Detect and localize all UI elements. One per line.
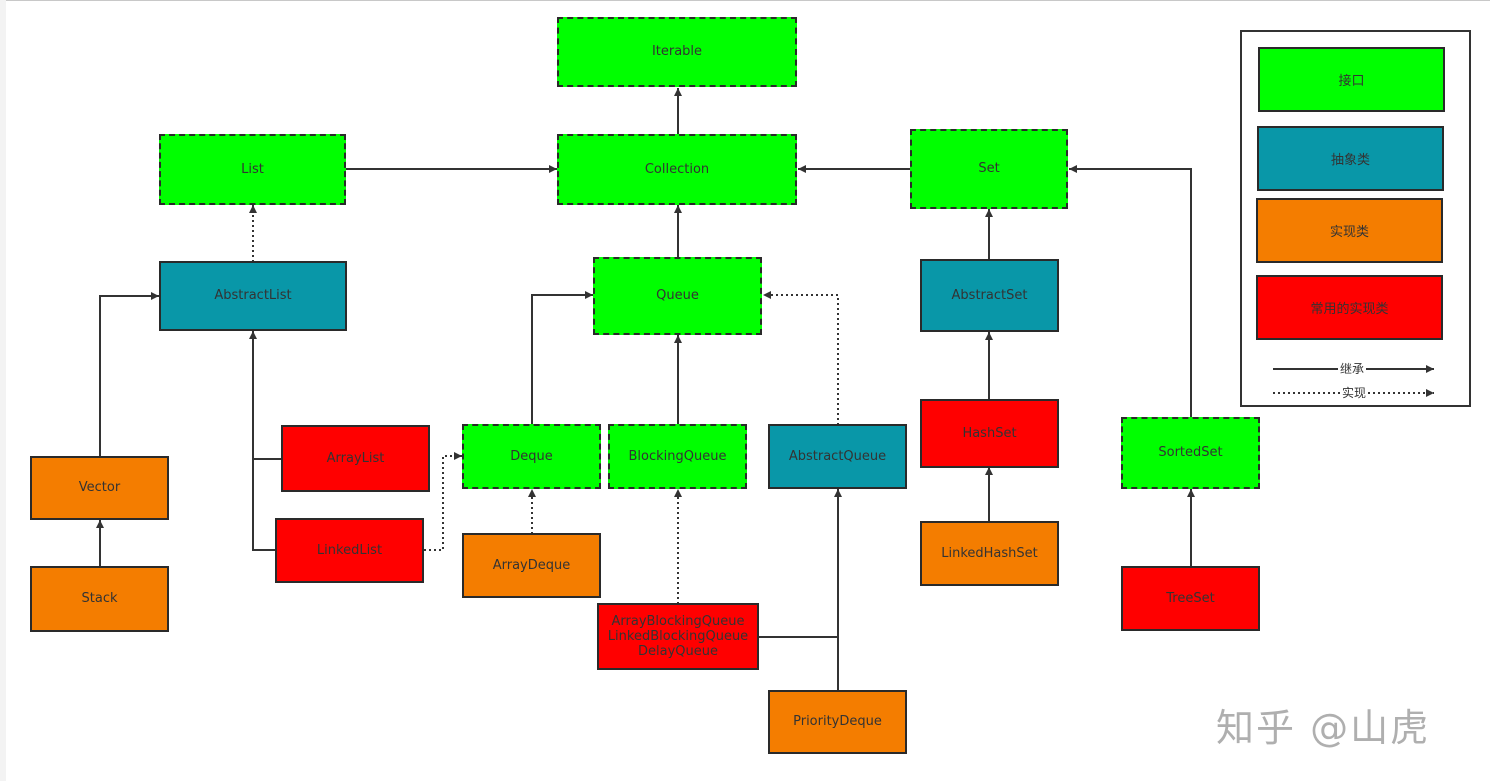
node-abstract-set[interactable]: AbstractSet xyxy=(920,259,1059,332)
legend-interface-swatch: 接口 xyxy=(1258,47,1445,112)
left-border xyxy=(0,0,6,781)
top-border xyxy=(0,0,1490,1)
node-array-blocking-queue-label: ArrayBlockingQueue xyxy=(611,614,745,629)
edge-linkedlist-deque xyxy=(424,452,462,551)
legend-implement-label: 实现 xyxy=(1340,386,1369,400)
node-queue[interactable]: Queue xyxy=(593,257,762,335)
node-set[interactable]: Set xyxy=(910,129,1068,209)
node-deque[interactable]: Deque xyxy=(462,424,601,489)
node-priority-deque[interactable]: PriorityDeque xyxy=(768,690,907,754)
node-linked-list[interactable]: LinkedList xyxy=(275,518,424,583)
node-sorted-set[interactable]: SortedSet xyxy=(1121,417,1260,489)
edge-deque-queue xyxy=(531,291,593,425)
node-array-deque[interactable]: ArrayDeque xyxy=(462,533,601,598)
legend-abstract-class-swatch: 抽象类 xyxy=(1257,126,1444,191)
edge-linkedlist-abstractlist xyxy=(252,459,276,551)
edge-abstractqueue-queue xyxy=(763,291,839,425)
legend-implementation-class-swatch: 实现类 xyxy=(1256,198,1443,263)
legend-common-implementation-swatch: 常用的实现类 xyxy=(1256,275,1443,340)
node-delay-queue-label: DelayQueue xyxy=(638,644,718,659)
edge-sortedset-set xyxy=(1069,165,1192,418)
node-list[interactable]: List xyxy=(159,134,346,205)
node-collection[interactable]: Collection xyxy=(557,134,797,205)
node-blocking-queue[interactable]: BlockingQueue xyxy=(608,424,747,489)
node-stack[interactable]: Stack xyxy=(30,566,169,632)
legend-inherit-label: 继承 xyxy=(1338,362,1367,376)
node-blocking-impls[interactable]: ArrayBlockingQueue LinkedBlockingQueue D… xyxy=(597,603,759,670)
node-iterable[interactable]: Iterable xyxy=(557,17,797,87)
node-tree-set[interactable]: TreeSet xyxy=(1121,566,1260,631)
node-hash-set[interactable]: HashSet xyxy=(920,399,1059,468)
node-array-list[interactable]: ArrayList xyxy=(281,425,430,492)
node-vector[interactable]: Vector xyxy=(30,456,169,520)
node-linked-blocking-queue-label: LinkedBlockingQueue xyxy=(607,629,749,644)
edge-vector-abstractlist xyxy=(99,292,159,457)
node-abstract-list[interactable]: AbstractList xyxy=(159,261,347,331)
node-linked-hash-set[interactable]: LinkedHashSet xyxy=(920,521,1059,586)
node-abstract-queue[interactable]: AbstractQueue xyxy=(768,424,907,489)
watermark: 知乎 @山虎 xyxy=(1216,706,1431,750)
